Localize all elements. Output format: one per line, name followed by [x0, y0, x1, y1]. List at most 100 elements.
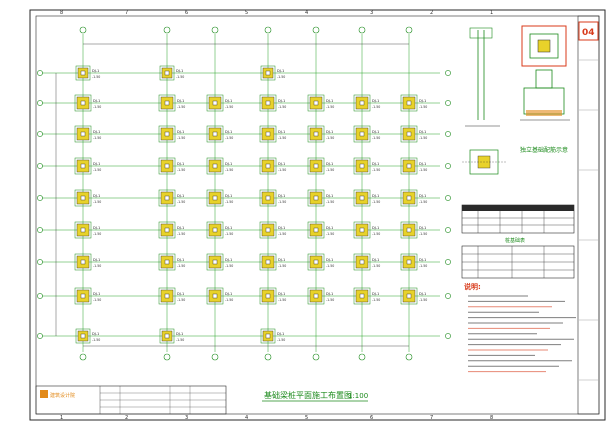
- footing-label: DJ-1: [326, 99, 333, 103]
- footing-label: DJ-1: [93, 130, 100, 134]
- column: [313, 293, 319, 299]
- column: [80, 293, 86, 299]
- footing-outline: [74, 125, 92, 143]
- footing-label: DJ-1: [225, 258, 232, 262]
- column: [406, 163, 412, 169]
- axis-bubble-left: [37, 195, 43, 201]
- axis-bubble-top: [79, 26, 87, 34]
- column: [406, 293, 412, 299]
- footing-outline: [74, 287, 92, 305]
- axis-bubble-right: [445, 163, 451, 169]
- column: [80, 70, 86, 76]
- drawing-title: 基础梁桩平面施工布置图: [264, 390, 352, 400]
- footing-label: DJ-1: [372, 99, 379, 103]
- footing-outline: [158, 189, 176, 207]
- footing-label: DJ-1: [93, 258, 100, 262]
- footing-outline: [158, 94, 176, 112]
- footing-label: DJ-1: [177, 258, 184, 262]
- footing-label: DJ-1: [225, 162, 232, 166]
- column: [359, 227, 365, 233]
- footing-outline: [307, 94, 325, 112]
- svg-text:2: 2: [430, 10, 433, 16]
- svg-text:8: 8: [490, 415, 493, 421]
- footing-label: DJ-1: [372, 292, 379, 296]
- column: [313, 163, 319, 169]
- footing-outline: [400, 125, 418, 143]
- footing-outline: [400, 287, 418, 305]
- footing-elevation: -1.50: [326, 298, 334, 302]
- column: [313, 100, 319, 106]
- svg-text:4: 4: [245, 415, 248, 421]
- footing-elevation: -1.50: [372, 264, 380, 268]
- svg-text:5: 5: [305, 415, 308, 421]
- small-detail: [462, 149, 506, 175]
- footing-outline: [206, 157, 224, 175]
- footing-outline: [260, 65, 276, 81]
- column: [313, 227, 319, 233]
- footing-label: DJ-1: [176, 69, 183, 73]
- footing-elevation: -1.50: [93, 136, 101, 140]
- footing-label: DJ-1: [419, 99, 426, 103]
- column: [265, 259, 271, 265]
- footing-outline: [158, 157, 176, 175]
- axis-bubble-left: [37, 131, 43, 137]
- footing-outline: [206, 125, 224, 143]
- footing-elevation: -1.50: [278, 264, 286, 268]
- svg-text:3: 3: [185, 415, 188, 421]
- company-logo: [40, 390, 48, 398]
- footing-label: DJ-1: [177, 162, 184, 166]
- svg-text:1: 1: [490, 10, 493, 16]
- footing-outline: [74, 253, 92, 271]
- column: [265, 70, 271, 76]
- column: [164, 131, 170, 137]
- footing-label: DJ-1: [92, 69, 99, 73]
- axis-bubble-right: [445, 131, 451, 137]
- footing-outline: [400, 94, 418, 112]
- column: [80, 195, 86, 201]
- column: [212, 195, 218, 201]
- column: [80, 131, 86, 137]
- footing-label: DJ-1: [326, 258, 333, 262]
- footing-outline: [159, 65, 175, 81]
- footing-outline: [75, 328, 91, 344]
- footing-outline: [74, 189, 92, 207]
- footing-elevation: -1.50: [326, 232, 334, 236]
- footing-outline: [206, 221, 224, 239]
- footing-elevation: -1.50: [93, 105, 101, 109]
- column: [164, 227, 170, 233]
- footing-elevation: -1.50: [277, 75, 285, 79]
- footing-label: DJ-1: [225, 99, 232, 103]
- footing-elevation: -1.50: [278, 136, 286, 140]
- svg-text:3: 3: [370, 10, 373, 16]
- title-block: [35, 385, 227, 415]
- axis-bubble-right: [445, 227, 451, 233]
- footing-outline: [206, 253, 224, 271]
- footing-outline: [158, 253, 176, 271]
- notes-title: 说明:: [464, 282, 481, 291]
- column: [359, 163, 365, 169]
- footing-elevation: -1.50: [177, 136, 185, 140]
- svg-text:5: 5: [245, 10, 248, 16]
- svg-text:8: 8: [60, 10, 63, 16]
- footing-elevation: -1.50: [93, 298, 101, 302]
- footing-label: DJ-1: [419, 226, 426, 230]
- table-title: 桩基础表: [505, 237, 525, 244]
- axis-bubble-bottom: [163, 353, 171, 361]
- column: [164, 259, 170, 265]
- footing-elevation: -1.50: [225, 298, 233, 302]
- footing-elevation: -1.50: [326, 264, 334, 268]
- footing-outline: [400, 157, 418, 175]
- footing-label: DJ-1: [419, 258, 426, 262]
- column: [406, 195, 412, 201]
- outer-frame: [29, 9, 606, 421]
- footing-label: DJ-1: [177, 99, 184, 103]
- footing-label: DJ-1: [225, 226, 232, 230]
- footing-label: DJ-1: [177, 292, 184, 296]
- footing-outline: [307, 125, 325, 143]
- svg-text:6: 6: [185, 10, 188, 16]
- column: [265, 195, 271, 201]
- footing-label: DJ-1: [278, 258, 285, 262]
- footing-elevation: -1.50: [177, 105, 185, 109]
- svg-text:2: 2: [125, 415, 128, 421]
